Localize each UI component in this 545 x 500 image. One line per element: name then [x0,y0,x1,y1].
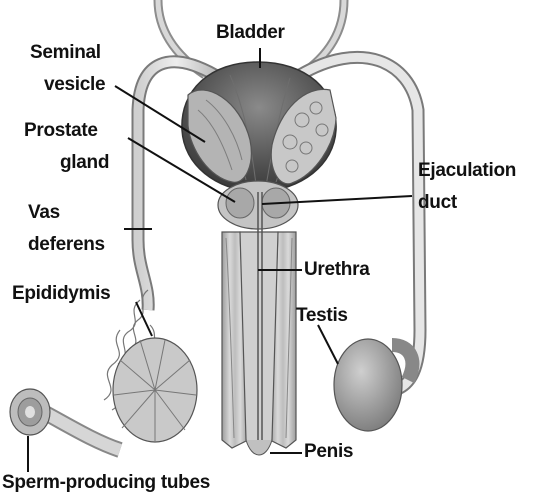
left-testis [113,338,197,442]
label-urethra: Urethra [304,259,369,281]
label-ejaculation-duct-line2: duct [418,192,457,214]
sperm-tube-section [10,389,120,450]
right-testis [334,339,412,431]
label-sperm-producing-tubes: Sperm-producing tubes [2,472,210,494]
label-seminal-vesicle-line2: vesicle [44,74,105,96]
label-vas-deferens-line1: Vas [28,202,60,224]
label-bladder: Bladder [216,22,285,44]
label-prostate-line1: Prostate [24,120,98,142]
label-vas-deferens-line2: deferens [28,234,105,256]
label-testis: Testis [296,305,348,327]
label-ejaculation-duct-line1: Ejaculation [418,160,516,182]
label-seminal-vesicle-line1: Seminal [30,42,101,64]
label-prostate-line2: gland [60,152,109,174]
penis-shaft [222,192,296,455]
label-penis: Penis [304,441,353,463]
label-epididymis: Epididymis [12,283,110,305]
